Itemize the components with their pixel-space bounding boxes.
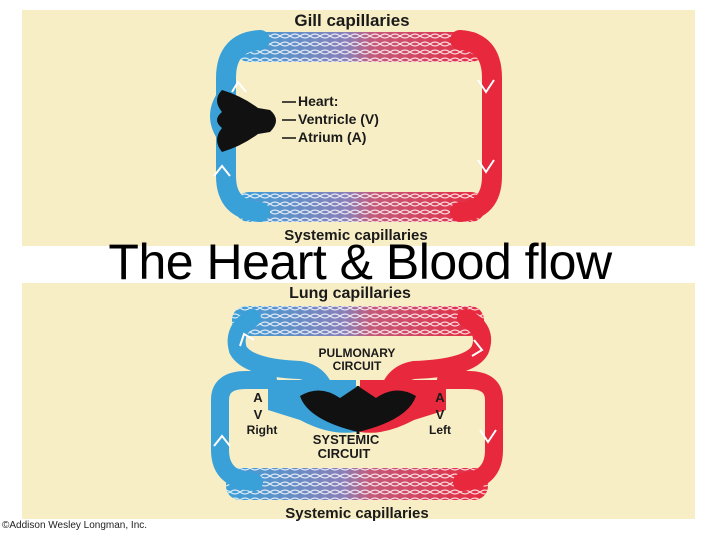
flow-arrow-icon xyxy=(477,159,495,174)
right-ventricle-label: V xyxy=(254,407,263,422)
left-atrium-label: A xyxy=(435,390,445,405)
gill-capillaries-label: Gill capillaries xyxy=(294,11,409,30)
mammal-diagram: Lung capillaries PULMONARY CIRCUIT A V R… xyxy=(211,285,503,522)
pulmonary-oxygenated-vessel xyxy=(379,309,492,405)
systemic-oxygenated-vessel xyxy=(437,371,503,491)
fish-heart-icon xyxy=(217,90,276,152)
fish-diagram: Gill capillaries Heart: Ventricle (V) At… xyxy=(210,11,502,244)
right-atrium-label: A xyxy=(253,390,263,405)
systemic-circuit-label-line2: CIRCUIT xyxy=(318,446,371,461)
slide-title: The Heart & Blood flow xyxy=(108,234,612,290)
pulmonary-circuit-label-line1: PULMONARY xyxy=(319,346,396,360)
flow-arrow-icon xyxy=(239,332,255,347)
flow-arrow-icon xyxy=(231,80,247,93)
right-side-label: Right xyxy=(247,423,278,437)
pulmonary-circuit-label-line2: CIRCUIT xyxy=(333,359,382,373)
left-side-label: Left xyxy=(429,423,451,437)
lung-capillaries-label: Lung capillaries xyxy=(289,285,411,302)
flow-arrow-icon xyxy=(213,434,231,447)
systemic-deoxygenated-vessel xyxy=(211,371,277,491)
systemic-circuit-label-line1: SYSTEMIC xyxy=(313,432,380,447)
atrium-label: Atrium (A) xyxy=(298,129,366,145)
ventricle-label: Ventricle (V) xyxy=(298,111,379,127)
flow-arrow-icon xyxy=(479,429,497,444)
pulmonary-deoxygenated-vessel xyxy=(227,309,335,405)
fish-oxygenated-vessel xyxy=(450,30,502,222)
heart-label: Heart: xyxy=(298,93,338,109)
flow-arrow-icon xyxy=(471,339,484,357)
copyright-notice: ©Addison Wesley Longman, Inc. xyxy=(2,520,148,531)
mammal-systemic-capillaries-label: Systemic capillaries xyxy=(285,505,428,522)
flow-arrow-icon xyxy=(477,79,495,94)
fish-systemic-capillaries-label: Systemic capillaries xyxy=(284,227,427,244)
left-ventricle-label: V xyxy=(436,407,445,422)
flow-arrow-icon xyxy=(213,164,231,177)
